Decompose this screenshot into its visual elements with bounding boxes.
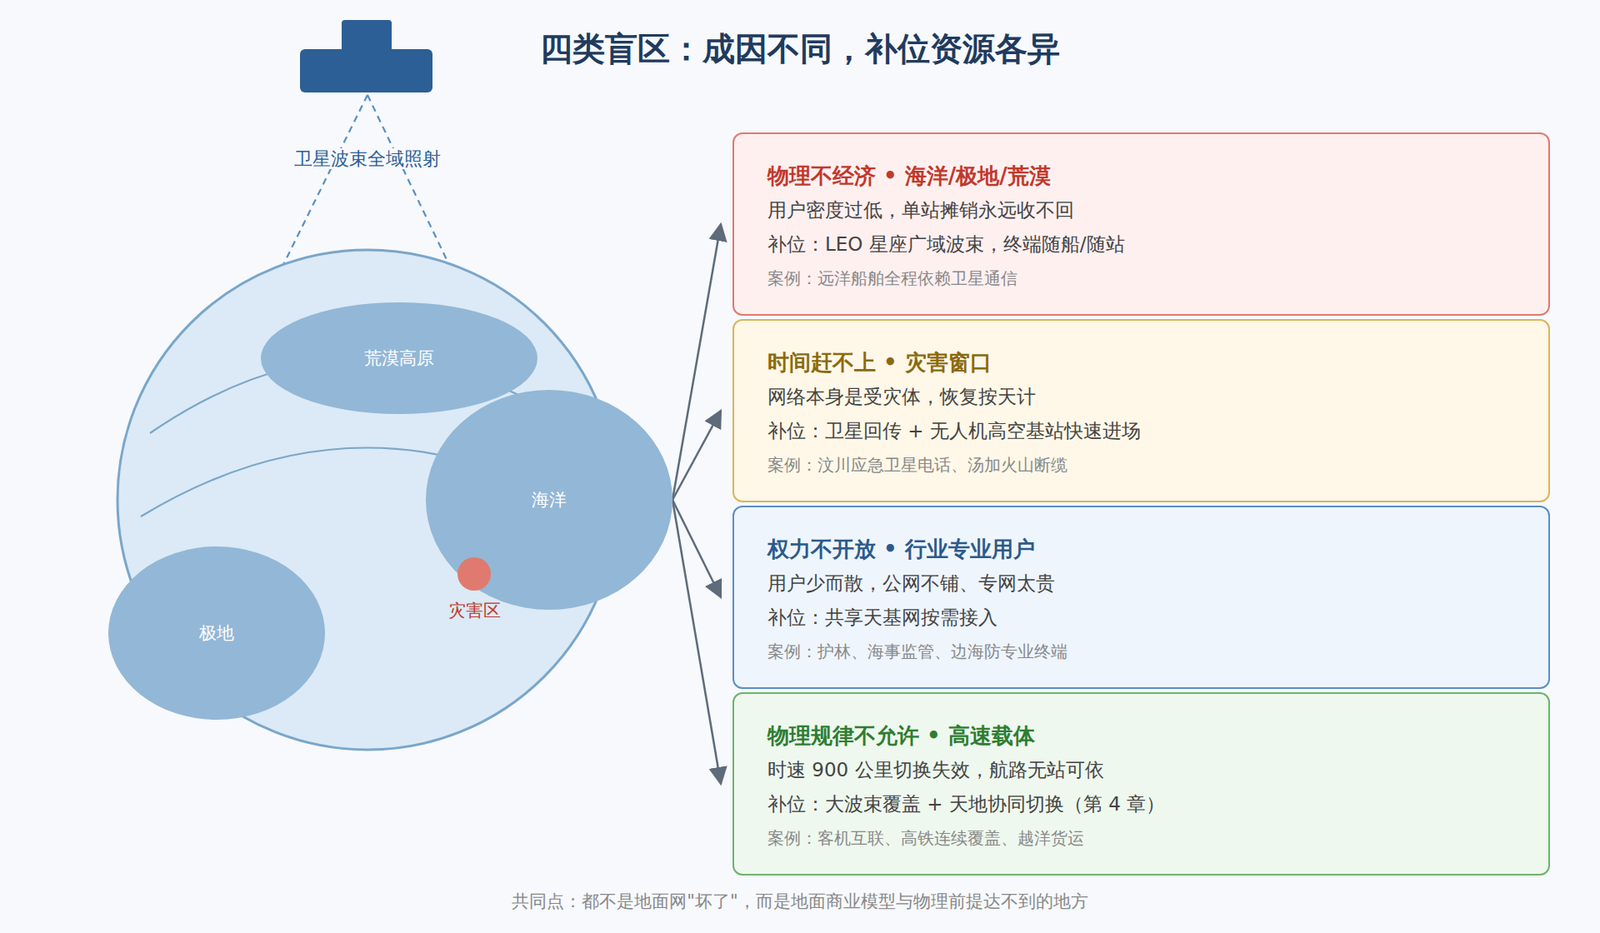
card-heading: 权力不开放 • 行业专业用户 [767,532,1515,567]
card-case: 案例：汶川应急卫星电话、汤加火山断缆 [767,448,1515,483]
arrow-connector [672,410,721,500]
card-body: 时速 900 公里切换失效，航路无站可依 [767,753,1515,788]
category-card: 权力不开放 • 行业专业用户用户少而散，公网不铺、专网太贵补位：共享天基网按需接… [732,505,1550,690]
category-card: 物理不经济 • 海洋/极地/荒漠用户密度过低，单站摊销永远收不回补位：LEO 星… [732,132,1550,316]
card-body: 用户密度过低，单站摊销永远收不回 [767,193,1515,228]
region-label: 海洋 [425,488,673,512]
disaster-dot [457,557,491,591]
category-card: 物理规律不允许 • 高速载体时速 900 公里切换失效，航路无站可依补位：大波束… [732,692,1550,876]
caption: 共同点：都不是地面网"坏了"，而是地面商业模型与物理前提达不到的地方 [0,890,1600,914]
region-ellipse: 极地 [108,546,325,720]
category-card: 时间赶不上 • 灾害窗口网络本身是受灾体，恢复按天计补位：卫星回传 + 无人机高… [732,319,1550,503]
card-body: 补位：共享天基网按需接入 [767,600,1515,635]
disaster-label: 灾害区 [429,599,520,623]
card-body: 补位：卫星回传 + 无人机高空基站快速进场 [767,414,1515,449]
card-body: 补位：LEO 星座广域波束，终端随船/随站 [767,227,1515,262]
card-heading: 物理不经济 • 海洋/极地/荒漠 [767,159,1515,194]
card-case: 案例：护林、海事监管、边海防专业终端 [767,635,1515,670]
region-ellipse: 荒漠高原 [260,302,538,415]
card-body: 补位：大波束覆盖 + 天地协同切换（第 4 章） [767,787,1515,822]
satellite-icon [300,20,433,93]
disaster-marker: 灾害区 [429,557,520,623]
card-heading: 物理规律不允许 • 高速载体 [767,719,1515,754]
beam-label: 卫星波束全域照射 [275,146,460,172]
diagram-title: 四类盲区：成因不同，补位资源各异 [0,26,1600,72]
region-label: 极地 [108,621,325,645]
card-heading: 时间赶不上 • 灾害窗口 [767,345,1515,380]
card-case: 案例：客机互联、高铁连续覆盖、越洋货运 [767,821,1515,856]
arrow-connector [672,500,721,785]
region-label: 荒漠高原 [260,346,538,370]
beam-label-text: 卫星波束全域照射 [291,148,444,170]
card-case: 案例：远洋船舶全程依赖卫星通信 [767,261,1515,296]
card-body: 用户少而散，公网不铺、专网太贵 [767,566,1515,601]
arrow-connector [672,224,721,500]
card-body: 网络本身是受灾体，恢复按天计 [767,380,1515,415]
